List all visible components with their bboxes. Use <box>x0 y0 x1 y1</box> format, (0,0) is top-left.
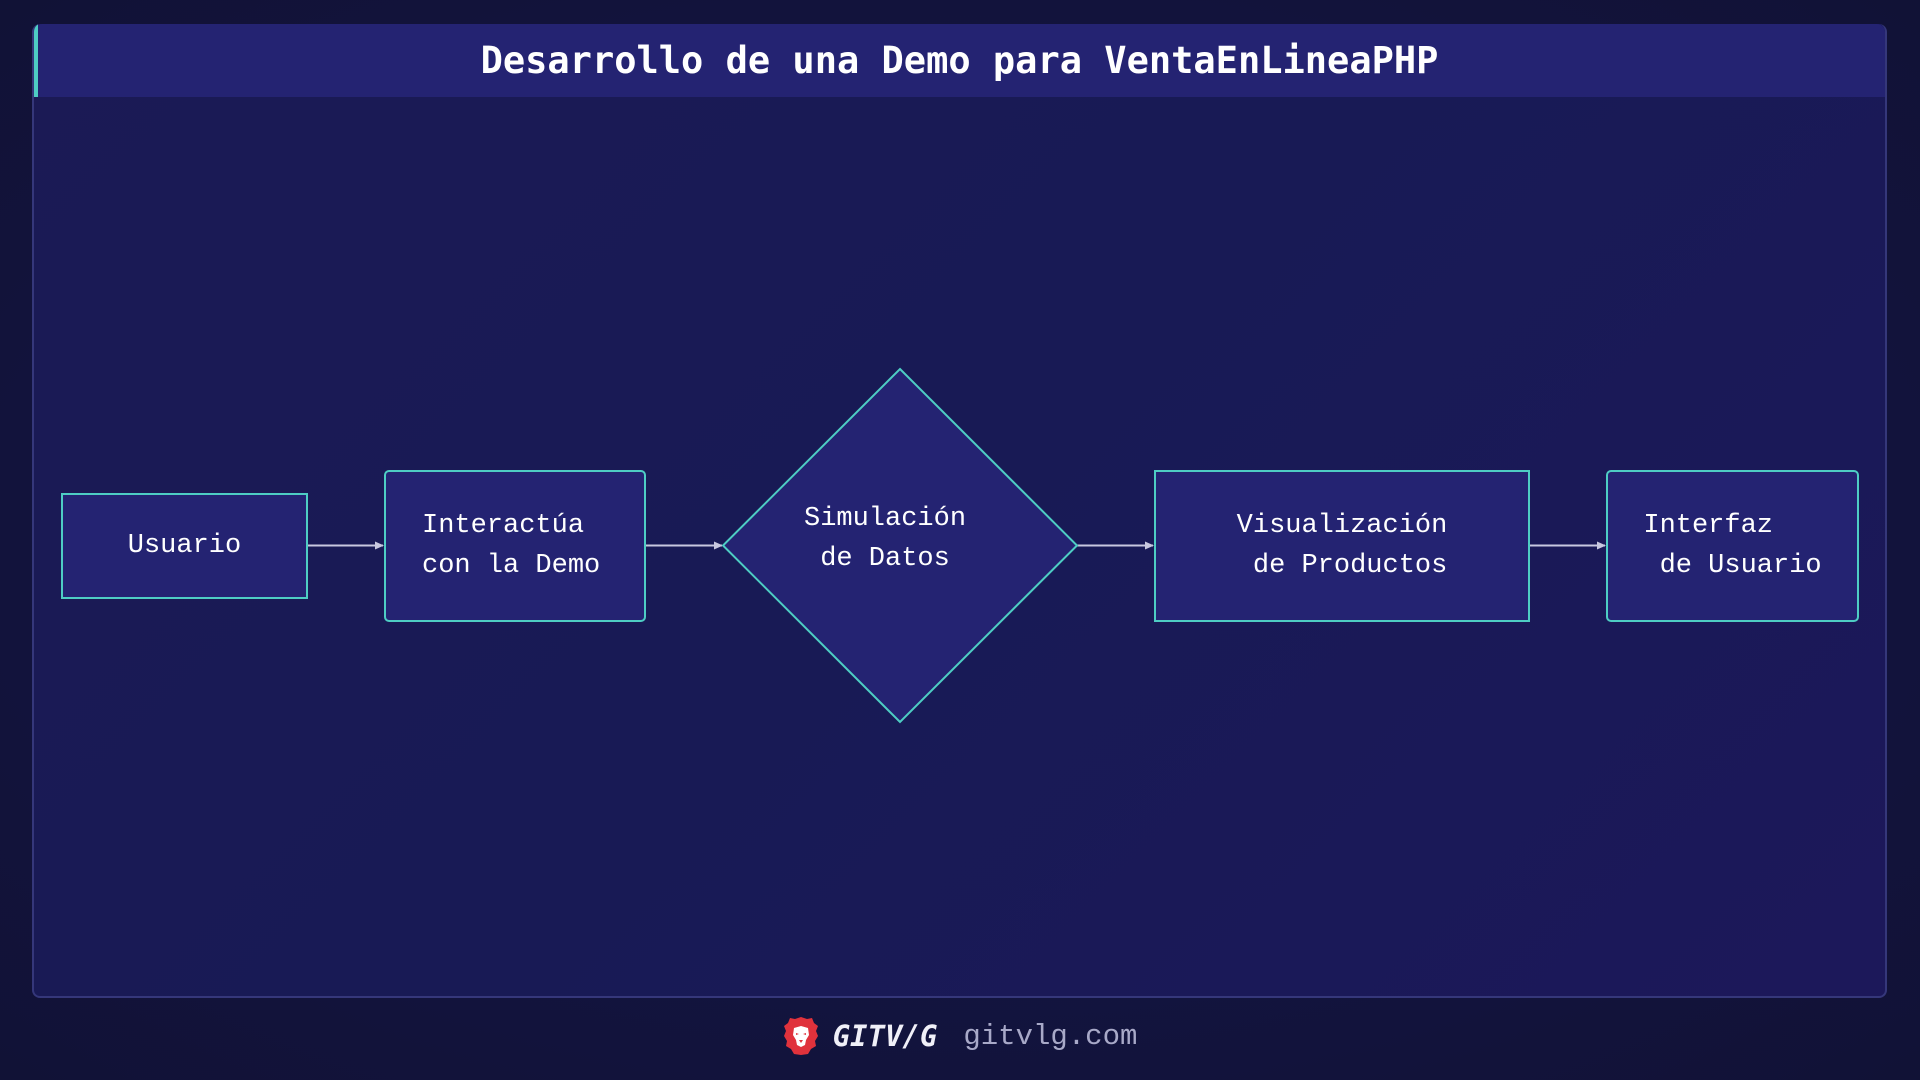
diagram-panel: Desarrollo de una Demo para VentaEnLinea… <box>32 24 1887 998</box>
node-usuario: Usuario <box>61 493 308 599</box>
node-usuario-label: Usuario <box>127 531 242 561</box>
node-interactua-label: Interactúa con la Demo <box>422 511 601 581</box>
node-interfaz: Interfaz de Usuario <box>1606 470 1859 622</box>
lion-head-icon <box>783 1017 818 1055</box>
footer-site-link[interactable]: gitvlg.com <box>963 1019 1138 1053</box>
node-interfaz-label: Interfaz de Usuario <box>1643 511 1822 581</box>
header-accent-bar <box>34 24 38 97</box>
node-interactua: Interactúa con la Demo <box>384 470 646 622</box>
panel-header: Desarrollo de una Demo para VentaEnLinea… <box>34 24 1885 97</box>
node-visualizacion: Visualización de Productos <box>1154 470 1530 622</box>
footer-brand: GITV/G <box>832 1019 938 1053</box>
page-title: Desarrollo de una Demo para VentaEnLinea… <box>480 39 1439 82</box>
node-visualizacion-label: Visualización de Productos <box>1236 511 1448 581</box>
footer-branding: GITV/G gitvlg.com <box>0 1008 1920 1064</box>
node-simulacion-label: Simulación de Datos <box>804 504 967 574</box>
